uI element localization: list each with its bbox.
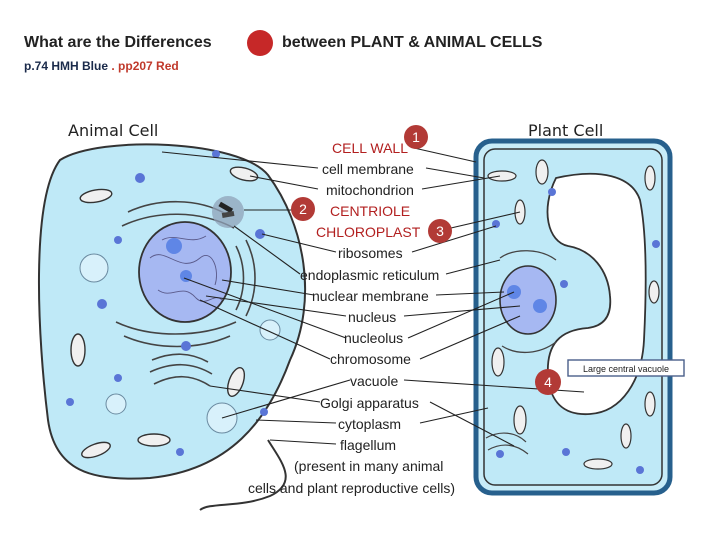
marker-4-number: 4 bbox=[544, 374, 552, 390]
animal-vacuoles bbox=[79, 253, 281, 434]
red-dot-icon bbox=[247, 30, 273, 56]
label-cell-membrane: cell membrane bbox=[322, 161, 414, 177]
vacuole-callout: Large central vacuole bbox=[567, 359, 685, 377]
vacuole-callout-text: Large central vacuole bbox=[583, 364, 669, 374]
label-ribosomes: ribosomes bbox=[338, 245, 403, 261]
plant-golgi bbox=[485, 432, 529, 455]
label-centriole: CENTRIOLE bbox=[330, 203, 410, 219]
animal-mitochondria bbox=[70, 166, 259, 459]
marker-3: 3 bbox=[428, 219, 452, 243]
label-vacuole: vacuole bbox=[350, 373, 398, 389]
animal-nucleolus-2 bbox=[180, 270, 192, 282]
plant-cell: Plant Cell bbox=[473, 121, 673, 496]
marker-1-number: 1 bbox=[412, 129, 420, 145]
plant-nucleolus-2 bbox=[533, 299, 547, 313]
label-flagellum-note-1: (present in many animal bbox=[294, 458, 443, 474]
label-nuclear-membrane: nuclear membrane bbox=[312, 288, 429, 304]
plant-er bbox=[499, 250, 557, 353]
animal-cell-heading: Animal Cell bbox=[68, 121, 158, 140]
label-chromosome: chromosome bbox=[330, 351, 411, 367]
label-chloroplast: CHLOROPLAST bbox=[316, 224, 421, 240]
label-nucleolus: nucleolus bbox=[344, 330, 403, 346]
marker-2: 2 bbox=[291, 197, 315, 221]
animal-chromatin bbox=[149, 235, 223, 302]
subtitle-red: . pp207 Red bbox=[111, 59, 179, 73]
animal-er bbox=[115, 200, 256, 387]
label-flagellum-note-2: cells and plant reproductive cells) bbox=[248, 480, 455, 496]
label-endoplasmic-reticulum: endoplasmic reticulum bbox=[300, 267, 439, 283]
marker-4: 4 bbox=[535, 369, 561, 395]
marker-3-number: 3 bbox=[436, 223, 444, 239]
plant-ribosomes bbox=[492, 188, 660, 474]
marker-2-number: 2 bbox=[299, 201, 307, 217]
animal-nucleolus bbox=[166, 238, 182, 254]
plant-cell-heading: Plant Cell bbox=[528, 121, 603, 140]
label-cytoplasm: cytoplasm bbox=[338, 416, 401, 432]
label-nucleus: nucleus bbox=[348, 309, 396, 325]
subtitle-blue: p.74 HMH Blue bbox=[24, 59, 109, 73]
leader-lines bbox=[161, 147, 585, 447]
label-mitochondrion: mitochondrion bbox=[326, 182, 414, 198]
title-right: between PLANT & ANIMAL CELLS bbox=[282, 34, 543, 51]
label-golgi-apparatus: Golgi apparatus bbox=[320, 395, 419, 411]
flagellum bbox=[199, 439, 287, 511]
animal-cell: Animal Cell bbox=[37, 121, 307, 511]
subtitle: p.74 HMH Blue . pp207 Red bbox=[24, 59, 179, 73]
animal-ribosomes bbox=[66, 150, 268, 456]
title-left: What are the Differences bbox=[24, 34, 212, 51]
label-cell-wall: CELL WALL bbox=[332, 140, 408, 156]
marker-1: 1 bbox=[404, 125, 428, 149]
label-flagellum: flagellum bbox=[340, 437, 396, 453]
plant-nucleus bbox=[499, 265, 557, 335]
